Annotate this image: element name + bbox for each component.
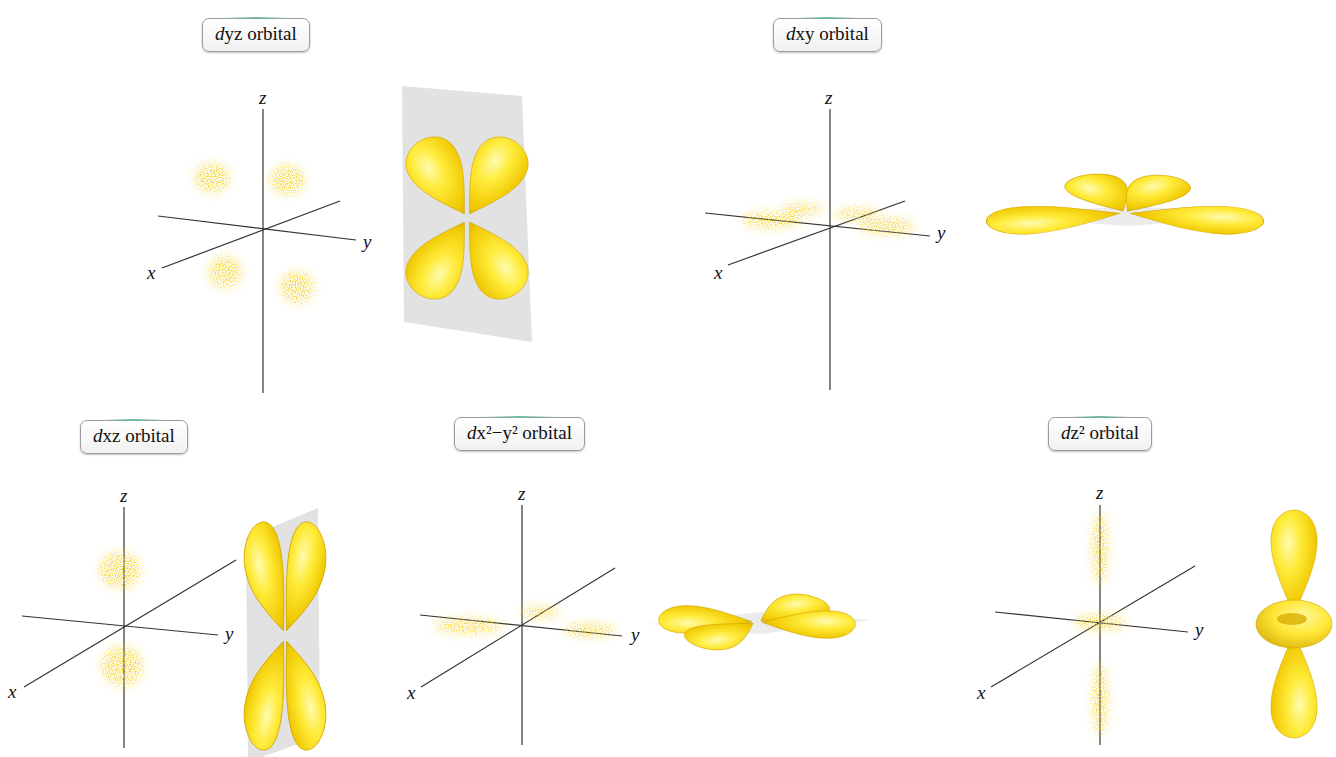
dyz-axes <box>158 109 356 393</box>
orbital-title-box: dz² orbital <box>1048 417 1152 451</box>
y-axis <box>22 616 218 635</box>
yz-plane <box>402 86 532 342</box>
dx2y2-lobes <box>656 590 858 654</box>
orbital-lobe <box>759 609 858 640</box>
axis-label: z <box>259 88 266 107</box>
orbital-title-box: dxz orbital <box>80 420 188 454</box>
probability-cloud <box>859 218 915 234</box>
torus-hole <box>1277 613 1307 625</box>
x-axis <box>991 566 1195 687</box>
probability-cloud <box>1074 614 1126 630</box>
dxz-lobes <box>238 509 332 757</box>
axis-label: y <box>363 232 371 251</box>
probability-cloud <box>101 646 143 686</box>
dxz-cloud <box>99 552 143 686</box>
probability-cloud <box>564 623 616 637</box>
dz2-cloud <box>1074 512 1126 736</box>
probability-cloud <box>783 203 823 215</box>
dyz-cloud <box>194 163 314 303</box>
probability-cloud <box>1092 512 1108 584</box>
dxy-cloud <box>742 203 915 234</box>
orbital-lobe <box>674 614 773 655</box>
dz2-axes <box>991 505 1195 745</box>
orbital-title: dz² orbital <box>1061 422 1139 445</box>
dz2-lobes <box>1256 510 1332 738</box>
orbital-title: dxy orbital <box>786 23 869 46</box>
axis-label: z <box>825 88 832 107</box>
axis-label: z <box>518 484 525 503</box>
z-axis <box>829 109 830 390</box>
axis-label: z <box>120 486 127 505</box>
orbital-lobe <box>238 509 299 649</box>
orbital-lobe <box>1271 510 1317 614</box>
orbital-title: dx²−y² orbital <box>467 422 572 445</box>
axis-label: y <box>225 624 233 643</box>
orbital-lobe <box>447 208 537 309</box>
axis-label: x <box>147 263 155 282</box>
probability-cloud <box>434 618 502 634</box>
x-axis <box>162 201 340 268</box>
orbital-title: dxz orbital <box>93 425 175 448</box>
axis-label: x <box>714 263 722 282</box>
dxy-axes <box>705 109 930 390</box>
orbital-title-box: dxy orbital <box>773 18 882 52</box>
y-axis <box>158 216 356 240</box>
x-axis <box>421 568 615 687</box>
orbital-lobe <box>981 200 1126 237</box>
dxy-lobes <box>981 170 1268 237</box>
probability-cloud <box>269 165 305 195</box>
probability-cloud <box>742 212 802 228</box>
dx2y2-axes <box>420 505 622 745</box>
axis-label: x <box>8 682 16 701</box>
probability-cloud <box>835 208 879 220</box>
probability-cloud <box>280 271 314 303</box>
probability-cloud <box>520 606 560 618</box>
probability-cloud <box>99 552 141 588</box>
dxz-axes <box>22 507 236 748</box>
orbital-title-box: dx²−y² orbital <box>454 417 585 451</box>
dx2y2-cloud <box>434 606 616 637</box>
axis-label: z <box>1096 483 1103 502</box>
probability-cloud <box>208 256 242 288</box>
orbital-torus <box>1256 600 1332 648</box>
y-axis <box>995 612 1188 632</box>
axis-label: x <box>977 683 985 702</box>
axis-label: y <box>1195 620 1203 639</box>
z-axis <box>262 109 263 393</box>
orbital-lobe <box>238 623 299 757</box>
probability-cloud <box>194 163 230 193</box>
dyz-lobes <box>397 127 538 308</box>
orbital-lobe <box>1124 200 1269 237</box>
orbital-lobe <box>447 127 537 228</box>
orbital-title-box: dyz orbital <box>202 18 310 52</box>
axis-label: x <box>407 683 415 702</box>
orbital-title: dyz orbital <box>215 23 297 46</box>
probability-cloud <box>1092 664 1108 736</box>
axis-label: y <box>937 223 945 242</box>
orbital-lobe <box>1271 634 1317 738</box>
axis-label: y <box>631 625 639 644</box>
